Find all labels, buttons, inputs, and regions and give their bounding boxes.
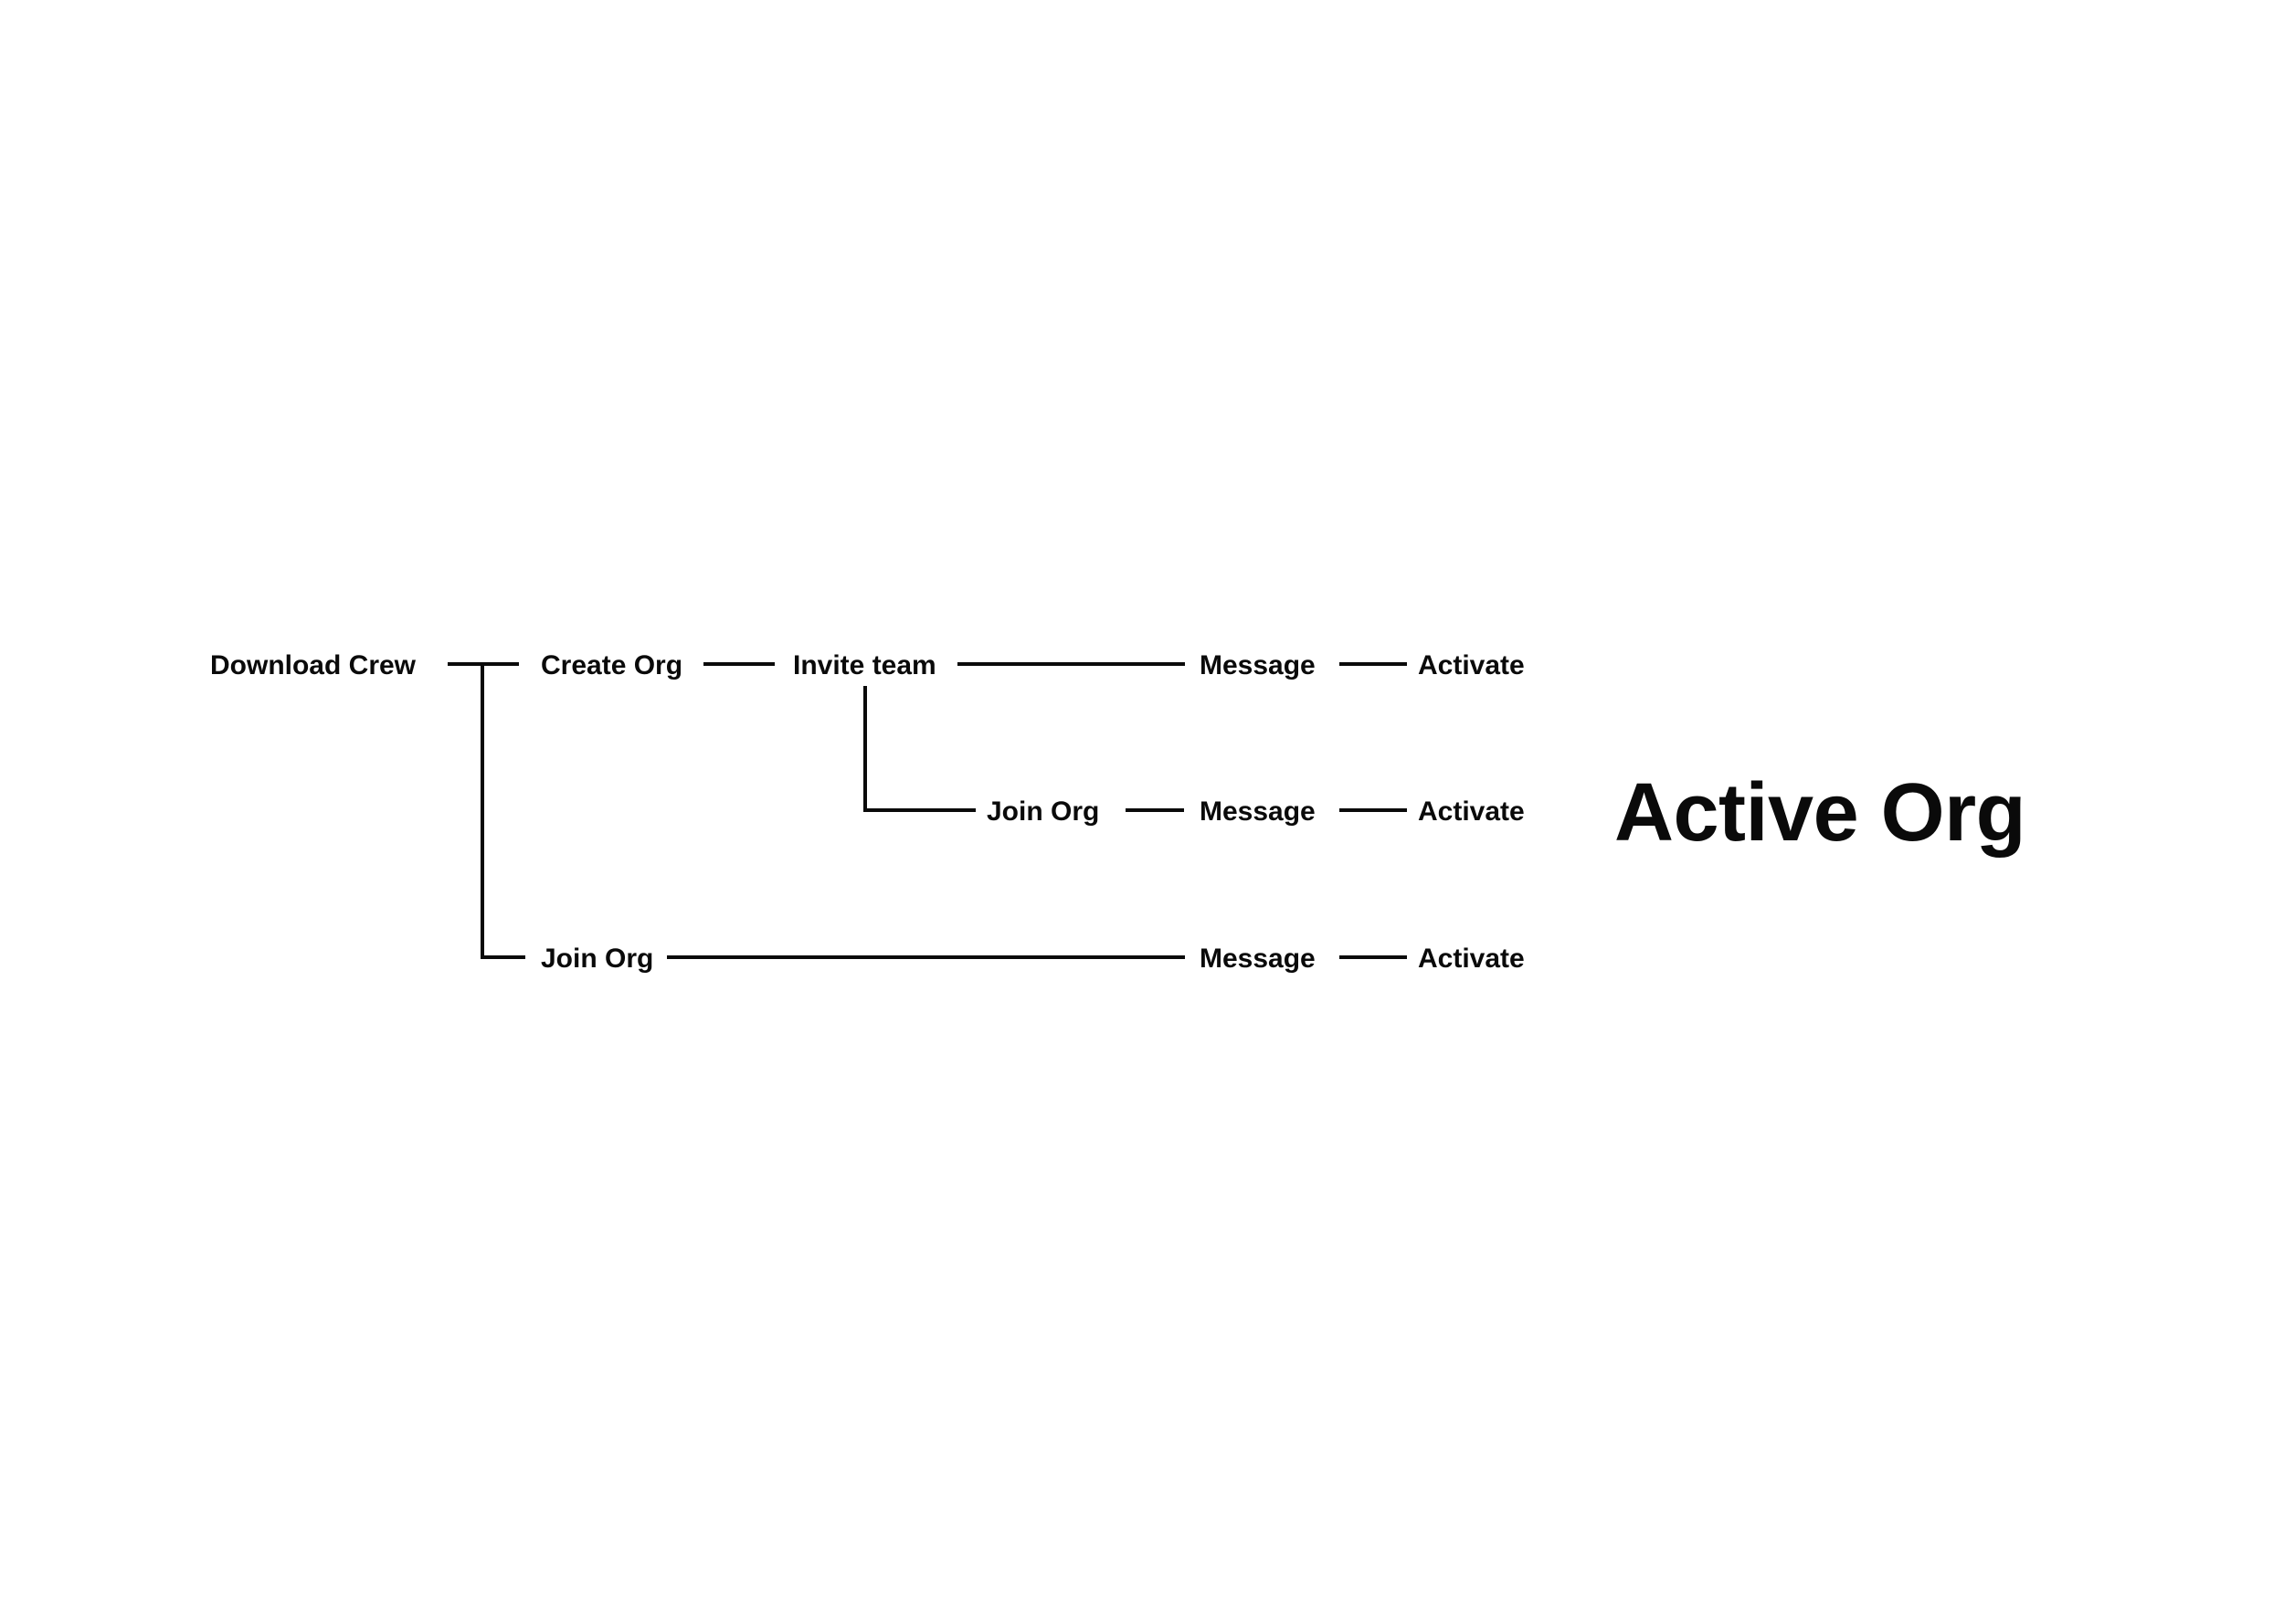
node-activate-row3[interactable]: Activate [1418,944,1525,974]
page-title: Active Org [1614,767,2026,859]
connector-root-trunk-elbow [481,664,525,959]
node-create-org[interactable]: Create Org [541,650,682,680]
node-activate-row1[interactable]: Activate [1418,650,1525,680]
connector-invite-branch-elbow [863,686,976,812]
node-join-org-branch[interactable]: Join Org [987,796,1099,827]
node-join-org-root[interactable]: Join Org [541,944,653,974]
node-message-row1[interactable]: Message [1200,650,1316,680]
node-invite-team[interactable]: Invite team [793,650,936,680]
node-message-row2[interactable]: Message [1200,796,1316,827]
node-activate-row2[interactable]: Activate [1418,796,1525,827]
node-download-crew[interactable]: Download Crew [210,650,417,680]
node-message-row3[interactable]: Message [1200,944,1316,974]
